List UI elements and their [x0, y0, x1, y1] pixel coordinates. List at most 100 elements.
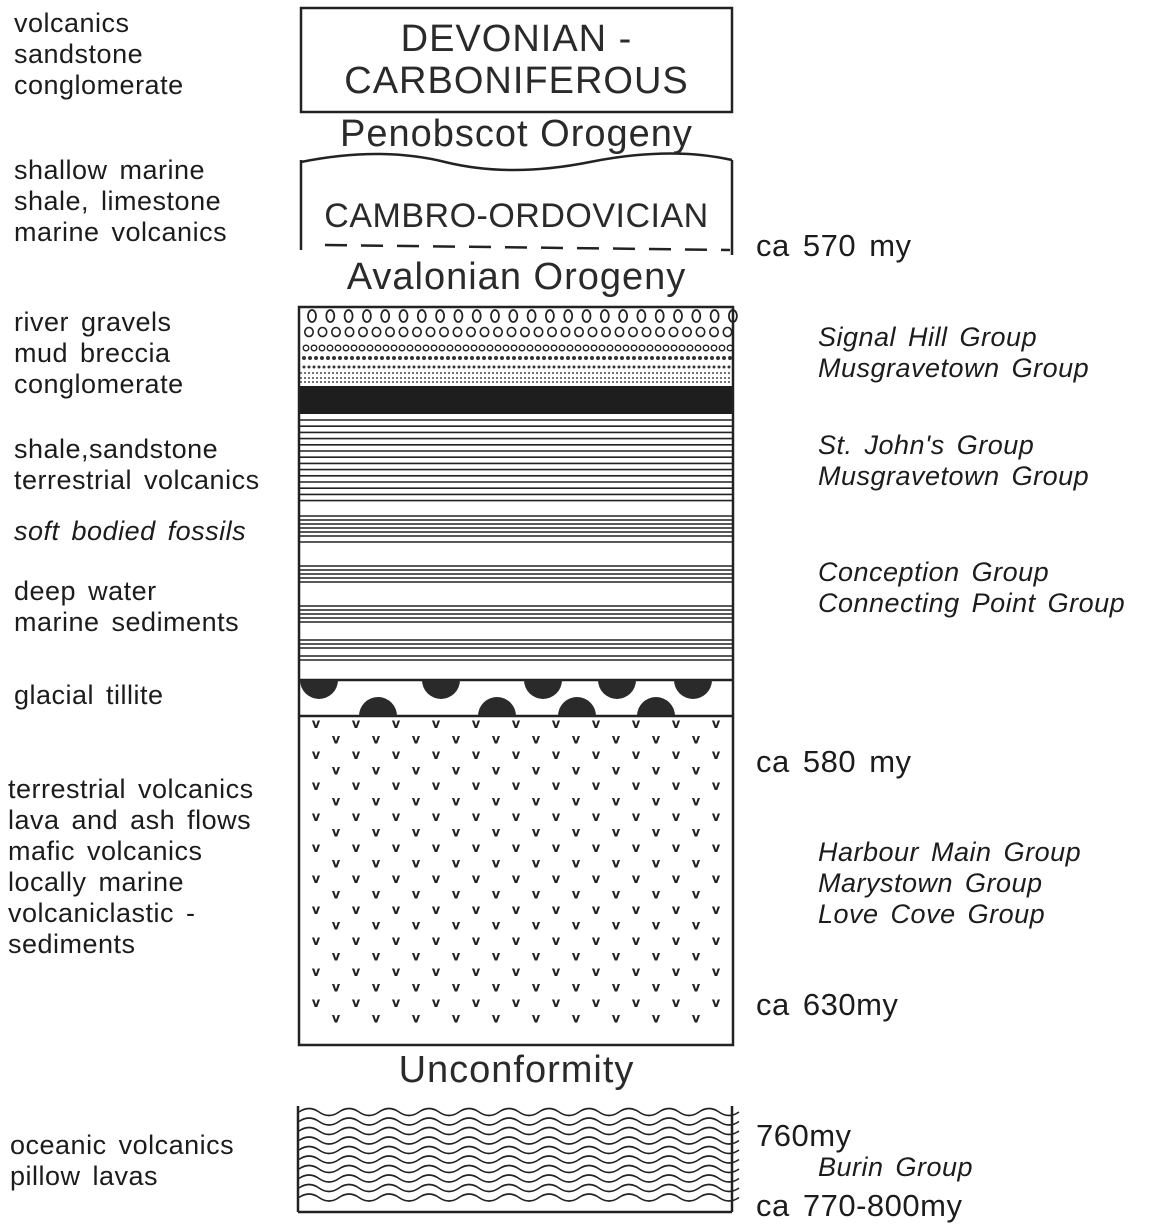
svg-text:v: v: [572, 826, 581, 841]
svg-text:v: v: [372, 888, 381, 903]
svg-text:v: v: [452, 981, 461, 996]
svg-text:v: v: [612, 919, 621, 934]
svg-text:v: v: [472, 934, 481, 949]
svg-text:v: v: [432, 748, 441, 763]
svg-text:v: v: [552, 903, 561, 918]
group-name: Love Cove Group: [818, 899, 1081, 930]
svg-text:v: v: [512, 903, 521, 918]
svg-text:v: v: [412, 950, 421, 965]
svg-text:v: v: [492, 795, 501, 810]
harbour-main-groups: Harbour Main Group Marystown Group Love …: [818, 837, 1081, 930]
svg-text:v: v: [672, 810, 681, 825]
svg-text:v: v: [332, 764, 341, 779]
svg-text:v: v: [392, 903, 401, 918]
avalonian-orogeny-label: Avalonian Orogeny: [301, 255, 732, 299]
svg-text:v: v: [552, 872, 561, 887]
svg-text:v: v: [452, 888, 461, 903]
svg-text:v: v: [352, 872, 361, 887]
svg-text:v: v: [472, 872, 481, 887]
penobscot-orogeny-label: Penobscot Orogeny: [301, 112, 732, 156]
glacial-tillite-label: glacial tillite: [14, 680, 164, 711]
svg-text:v: v: [612, 795, 621, 810]
svg-text:v: v: [512, 872, 521, 887]
unconformity-label: Unconformity: [301, 1048, 732, 1092]
svg-text:v: v: [632, 717, 641, 732]
svg-text:v: v: [432, 717, 441, 732]
svg-text:v: v: [532, 764, 541, 779]
svg-text:v: v: [332, 826, 341, 841]
svg-text:v: v: [532, 950, 541, 965]
svg-text:v: v: [612, 733, 621, 748]
svg-text:v: v: [632, 779, 641, 794]
svg-text:v: v: [612, 981, 621, 996]
svg-text:v: v: [652, 733, 661, 748]
lith-line: volcaniclastic -: [8, 898, 254, 929]
svg-text:v: v: [692, 950, 701, 965]
svg-text:v: v: [632, 748, 641, 763]
st-johns-groups: St. John's Group Musgravetown Group: [818, 430, 1089, 492]
svg-text:v: v: [432, 872, 441, 887]
lith-line: river gravels: [14, 307, 184, 338]
svg-text:v: v: [352, 748, 361, 763]
group-name: Harbour Main Group: [818, 837, 1081, 868]
svg-text:v: v: [632, 872, 641, 887]
svg-text:v: v: [712, 903, 721, 918]
svg-text:v: v: [312, 810, 321, 825]
devonian-lithology: volcanics sandstone conglomerate: [14, 8, 184, 101]
svg-text:v: v: [552, 934, 561, 949]
lith-line: marine sediments: [14, 607, 239, 638]
svg-text:v: v: [592, 965, 601, 980]
svg-text:v: v: [472, 810, 481, 825]
svg-text:v: v: [612, 826, 621, 841]
svg-text:v: v: [572, 919, 581, 934]
dark-band: [300, 386, 732, 414]
svg-text:v: v: [352, 996, 361, 1011]
svg-text:v: v: [572, 1012, 581, 1027]
svg-text:v: v: [692, 888, 701, 903]
shale-lithology: shale,sandstone terrestrial volcanics: [14, 434, 260, 496]
svg-text:v: v: [312, 934, 321, 949]
devonian-title-line2: CARBONIFEROUS: [301, 60, 732, 102]
svg-text:v: v: [712, 934, 721, 949]
age-630-label: ca 630my: [756, 987, 898, 1023]
svg-text:v: v: [652, 857, 661, 872]
svg-text:v: v: [452, 857, 461, 872]
svg-text:v: v: [432, 965, 441, 980]
lith-line: volcanics: [14, 8, 184, 39]
svg-text:v: v: [592, 779, 601, 794]
svg-text:v: v: [672, 748, 681, 763]
group-name: Marystown Group: [818, 868, 1081, 899]
svg-text:v: v: [512, 748, 521, 763]
svg-text:v: v: [552, 965, 561, 980]
svg-text:v: v: [332, 795, 341, 810]
lith-line: mafic volcanics: [8, 836, 254, 867]
svg-text:v: v: [692, 826, 701, 841]
lith-line: terrestrial volcanics: [14, 465, 260, 496]
svg-text:v: v: [652, 1012, 661, 1027]
svg-text:v: v: [672, 717, 681, 732]
age-760-label: 760my: [756, 1118, 852, 1154]
svg-text:v: v: [512, 717, 521, 732]
svg-text:v: v: [312, 841, 321, 856]
svg-text:v: v: [332, 1012, 341, 1027]
svg-text:v: v: [512, 996, 521, 1011]
svg-text:v: v: [572, 981, 581, 996]
svg-text:v: v: [412, 795, 421, 810]
svg-text:v: v: [492, 1012, 501, 1027]
svg-text:v: v: [332, 981, 341, 996]
lith-line: shallow marine: [14, 155, 227, 186]
svg-text:v: v: [712, 965, 721, 980]
svg-text:v: v: [332, 919, 341, 934]
svg-text:v: v: [572, 733, 581, 748]
svg-text:v: v: [432, 996, 441, 1011]
svg-text:v: v: [432, 810, 441, 825]
svg-text:v: v: [392, 965, 401, 980]
group-name: Conception Group: [818, 557, 1125, 588]
svg-text:v: v: [372, 857, 381, 872]
svg-text:v: v: [532, 981, 541, 996]
svg-text:v: v: [632, 903, 641, 918]
svg-text:v: v: [672, 779, 681, 794]
svg-text:v: v: [592, 810, 601, 825]
svg-text:v: v: [412, 981, 421, 996]
